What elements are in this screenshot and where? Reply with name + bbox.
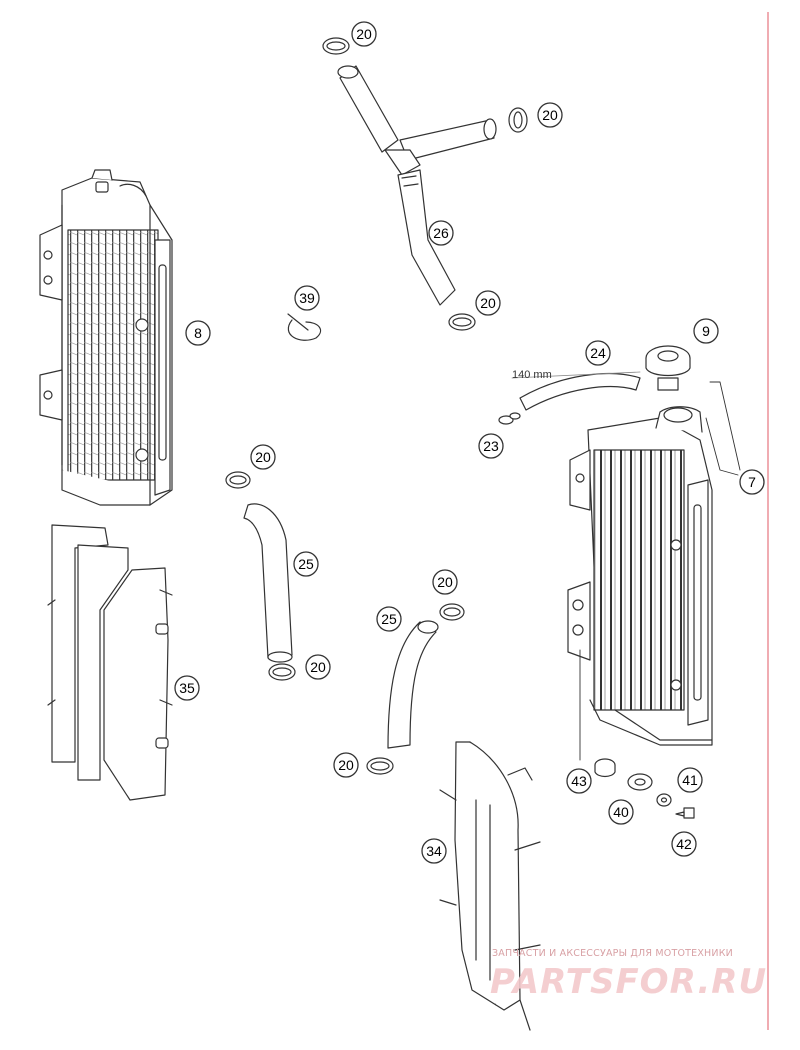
- cable-tie-39: [287, 313, 321, 341]
- leader-lines: [579, 381, 741, 761]
- hose-clamp: [268, 663, 296, 681]
- radiator-right: [567, 406, 713, 746]
- callout-20: 20: [537, 102, 563, 128]
- shroud-35: [47, 524, 173, 801]
- callout-label: 9: [702, 323, 710, 339]
- grommet-40: [627, 773, 653, 791]
- callout-label: 7: [748, 474, 756, 490]
- screw-42: [675, 807, 695, 819]
- callout-23: 23: [478, 433, 504, 459]
- callout-label: 20: [437, 574, 453, 590]
- callout-26: 26: [428, 220, 454, 246]
- callout-label: 24: [590, 345, 606, 361]
- callout-7: 7: [739, 469, 765, 495]
- callout-24: 24: [585, 340, 611, 366]
- radiator-left: [39, 169, 173, 506]
- hose-clamp: [225, 471, 251, 489]
- hose-clamp: [439, 603, 465, 621]
- callout-41: 41: [677, 767, 703, 793]
- callout-20: 20: [351, 21, 377, 47]
- callout-label: 40: [613, 804, 629, 820]
- y-hose-26: [337, 65, 497, 306]
- radiator-cap-9: [645, 345, 691, 391]
- watermark-logo: PARTSFOR.RU: [490, 962, 768, 1002]
- callout-label: 20: [255, 449, 271, 465]
- callout-25: 25: [293, 551, 319, 577]
- callout-40: 40: [608, 799, 634, 825]
- callout-42: 42: [671, 831, 697, 857]
- callout-label: 35: [179, 680, 195, 696]
- callout-20: 20: [432, 569, 458, 595]
- callout-label: 39: [299, 290, 315, 306]
- hose-clamp: [322, 37, 350, 55]
- callout-label: 8: [194, 325, 202, 341]
- callout-8: 8: [185, 320, 211, 346]
- washer-41: [656, 793, 672, 807]
- callout-35: 35: [174, 675, 200, 701]
- hose-length-note: 140 mm: [512, 369, 552, 381]
- callout-label: 20: [338, 757, 354, 773]
- watermark-tagline: ЗАПЧАСТИ И АКСЕССУАРЫ ДЛЯ МОТОТЕХНИКИ: [492, 948, 733, 959]
- callout-label: 20: [310, 659, 326, 675]
- callout-label: 20: [542, 107, 558, 123]
- callout-label: 42: [676, 836, 692, 852]
- callout-34: 34: [421, 838, 447, 864]
- callout-9: 9: [693, 318, 719, 344]
- drain-nut-43: [594, 758, 616, 778]
- hose-25-middle: [387, 620, 439, 749]
- callout-label: 20: [480, 295, 496, 311]
- callout-label: 20: [356, 26, 372, 42]
- hose-25-left: [243, 503, 293, 663]
- callout-label: 43: [571, 773, 587, 789]
- callout-20: 20: [475, 290, 501, 316]
- callout-label: 23: [483, 438, 499, 454]
- callout-20: 20: [305, 654, 331, 680]
- callout-43: 43: [566, 768, 592, 794]
- hose-clamp: [448, 313, 476, 331]
- callout-39: 39: [294, 285, 320, 311]
- hose-clamp: [508, 107, 528, 133]
- callout-20: 20: [333, 752, 359, 778]
- callout-20: 20: [250, 444, 276, 470]
- hose-clamp: [366, 757, 394, 775]
- vent-hose-24: [511, 371, 641, 411]
- callout-label: 25: [298, 556, 314, 572]
- fitting-23: [498, 412, 521, 425]
- callout-25: 25: [376, 606, 402, 632]
- callout-label: 25: [381, 611, 397, 627]
- callout-label: 41: [682, 772, 698, 788]
- callout-label: 34: [426, 843, 442, 859]
- callout-label: 26: [433, 225, 449, 241]
- shroud-34: [439, 741, 541, 1031]
